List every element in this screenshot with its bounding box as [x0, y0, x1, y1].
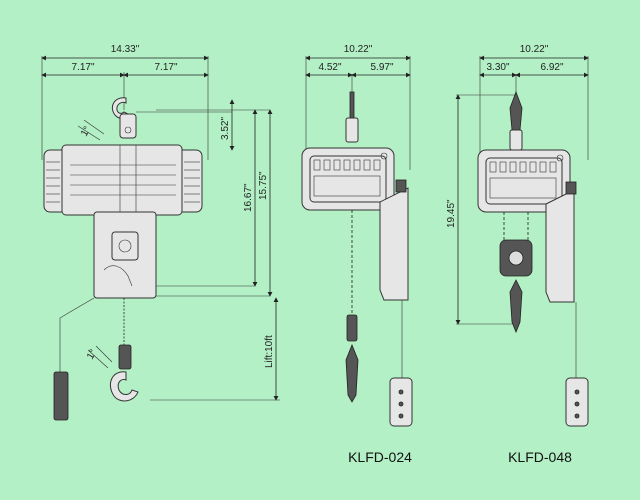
front-view: 14.33" 7.17" 7.17" 1° 3.52" [41, 44, 280, 421]
height-a-label: 16.67" [243, 183, 254, 212]
klfd024-control-box [379, 187, 409, 301]
top-hook [111, 97, 129, 119]
angle-top-label: 1° [79, 125, 93, 139]
klfd024-right-label: 5.97" [370, 62, 393, 73]
klfd024-model-label: KLFD-024 [348, 449, 412, 465]
klfd048-height-label: 19.45" [446, 199, 457, 228]
overall-width-label: 14.33" [111, 44, 140, 55]
side-view-klfd-048: 10.22" 3.30" 6.92" 19.45" [446, 44, 589, 465]
klfd048-width-label: 10.22" [520, 44, 549, 55]
klfd024-hook [345, 343, 359, 403]
klfd048-control-box [545, 189, 575, 303]
klfd048-hook [509, 279, 523, 334]
angle-bottom-label: 1° [85, 348, 99, 362]
klfd048-left-label: 3.30" [486, 62, 509, 73]
right-half-label: 7.17" [154, 62, 177, 73]
height-b-label: 15.75" [258, 171, 269, 200]
bottom-hook [110, 371, 139, 402]
left-half-label: 7.17" [71, 62, 94, 73]
klfd048-model-label: KLFD-048 [508, 449, 572, 465]
klfd048-right-label: 6.92" [540, 62, 563, 73]
lift-label: Lift:10ft [264, 335, 275, 368]
klfd024-left-label: 4.52" [318, 62, 341, 73]
klfd024-width-label: 10.22" [344, 44, 373, 55]
pendant-control [53, 371, 69, 421]
hook-offset-label: 3.52" [220, 117, 231, 140]
side-view-klfd-024: 10.22" 4.52" 5.97" KLFD-024 [301, 44, 413, 465]
